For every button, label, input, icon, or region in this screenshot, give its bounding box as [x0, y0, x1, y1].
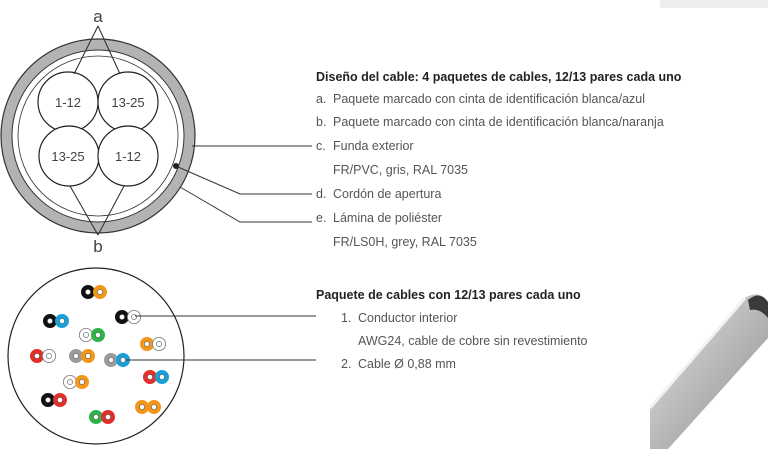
- item-1-text: Conductor interior: [358, 311, 458, 325]
- ripcord: [173, 163, 179, 169]
- item-c-text: Funda exterior: [333, 139, 414, 153]
- wire-pair-12-copper-1: [93, 414, 99, 420]
- wire-pair-7-copper-2: [120, 357, 126, 363]
- leader-line-d: [177, 166, 312, 195]
- wire-pair-4-copper-2: [131, 314, 137, 320]
- wire-pair-4-copper-1: [119, 314, 125, 320]
- item-b-text: Paquete marcado con cinta de identificac…: [333, 115, 664, 129]
- item-1-marker: 1.: [341, 311, 352, 325]
- cable-cross-section: a b 1-12 13-25 13-25 1-12: [0, 7, 312, 256]
- item-2-text: Cable Ø 0,88 mm: [358, 357, 456, 371]
- label-a: a: [93, 7, 103, 26]
- wire-pair-6-copper-1: [73, 353, 79, 359]
- wire-pair-1-copper-2: [97, 289, 103, 295]
- bundle-label-4: 1-12: [115, 149, 141, 164]
- item-e-marker: e.: [316, 211, 327, 225]
- wire-pair-10-copper-2: [159, 374, 165, 380]
- item-d-marker: d.: [316, 187, 327, 201]
- item-b-marker: b.: [316, 115, 327, 129]
- wire-pair-2-copper-1: [47, 318, 53, 324]
- cable-photo-top: [660, 0, 768, 14]
- item-e-text: Lámina de poliéster: [333, 211, 443, 225]
- wire-pair-7-copper-1: [108, 357, 114, 363]
- cable-design-heading: Diseño del cable: 4 paquetes de cables, …: [316, 70, 682, 84]
- wire-pair-6-copper-2: [85, 353, 91, 359]
- wire-pair-3-copper-2: [95, 332, 101, 338]
- wire-pair-5-copper-2: [46, 353, 52, 359]
- wire-pairs: [29, 284, 169, 424]
- wire-pair-2-copper-2: [59, 318, 65, 324]
- wire-pair-8-copper-1: [144, 341, 150, 347]
- item-1-subtext: AWG24, cable de cobre sin revestimiento: [358, 334, 588, 348]
- wire-pair-5-copper-1: [34, 353, 40, 359]
- bundle-label-2: 13-25: [111, 95, 144, 110]
- wire-pair-11-copper-2: [57, 397, 63, 403]
- wire-pair-9-copper-1: [67, 379, 73, 385]
- wire-pair-1-copper-1: [85, 289, 91, 295]
- item-a-text: Paquete marcado con cinta de identificac…: [333, 92, 646, 106]
- item-d-text: Cordón de apertura: [333, 187, 442, 201]
- bundle-heading: Paquete de cables con 12/13 pares cada u…: [316, 288, 581, 302]
- wire-pair-3-copper-1: [83, 332, 89, 338]
- label-b: b: [93, 237, 102, 256]
- cable-photo: [650, 278, 768, 449]
- inner-layer: [17, 55, 179, 217]
- bundle-circle-4: [97, 125, 159, 187]
- wire-pair-10-copper-1: [147, 374, 153, 380]
- leader-line-e: [179, 186, 312, 223]
- bundle-cross-section: [7, 267, 316, 445]
- bundle-label-3: 13-25: [51, 149, 84, 164]
- bundle-label-1: 1-12: [55, 95, 81, 110]
- wire-pair-13-copper-2: [151, 404, 157, 410]
- wire-pair-12-copper-2: [105, 414, 111, 420]
- wire-pair-8-copper-2: [156, 341, 162, 347]
- item-c-subtext: FR/PVC, gris, RAL 7035: [333, 163, 469, 177]
- wire-pair-11-copper-1: [45, 397, 51, 403]
- wire-pair-9-copper-2: [79, 379, 85, 385]
- item-c-marker: c.: [316, 139, 326, 153]
- item-a-marker: a.: [316, 92, 327, 106]
- item-e-subtext: FR/LS0H, grey, RAL 7035: [333, 235, 477, 249]
- item-2-marker: 2.: [341, 357, 352, 371]
- wire-pair-13-copper-1: [139, 404, 145, 410]
